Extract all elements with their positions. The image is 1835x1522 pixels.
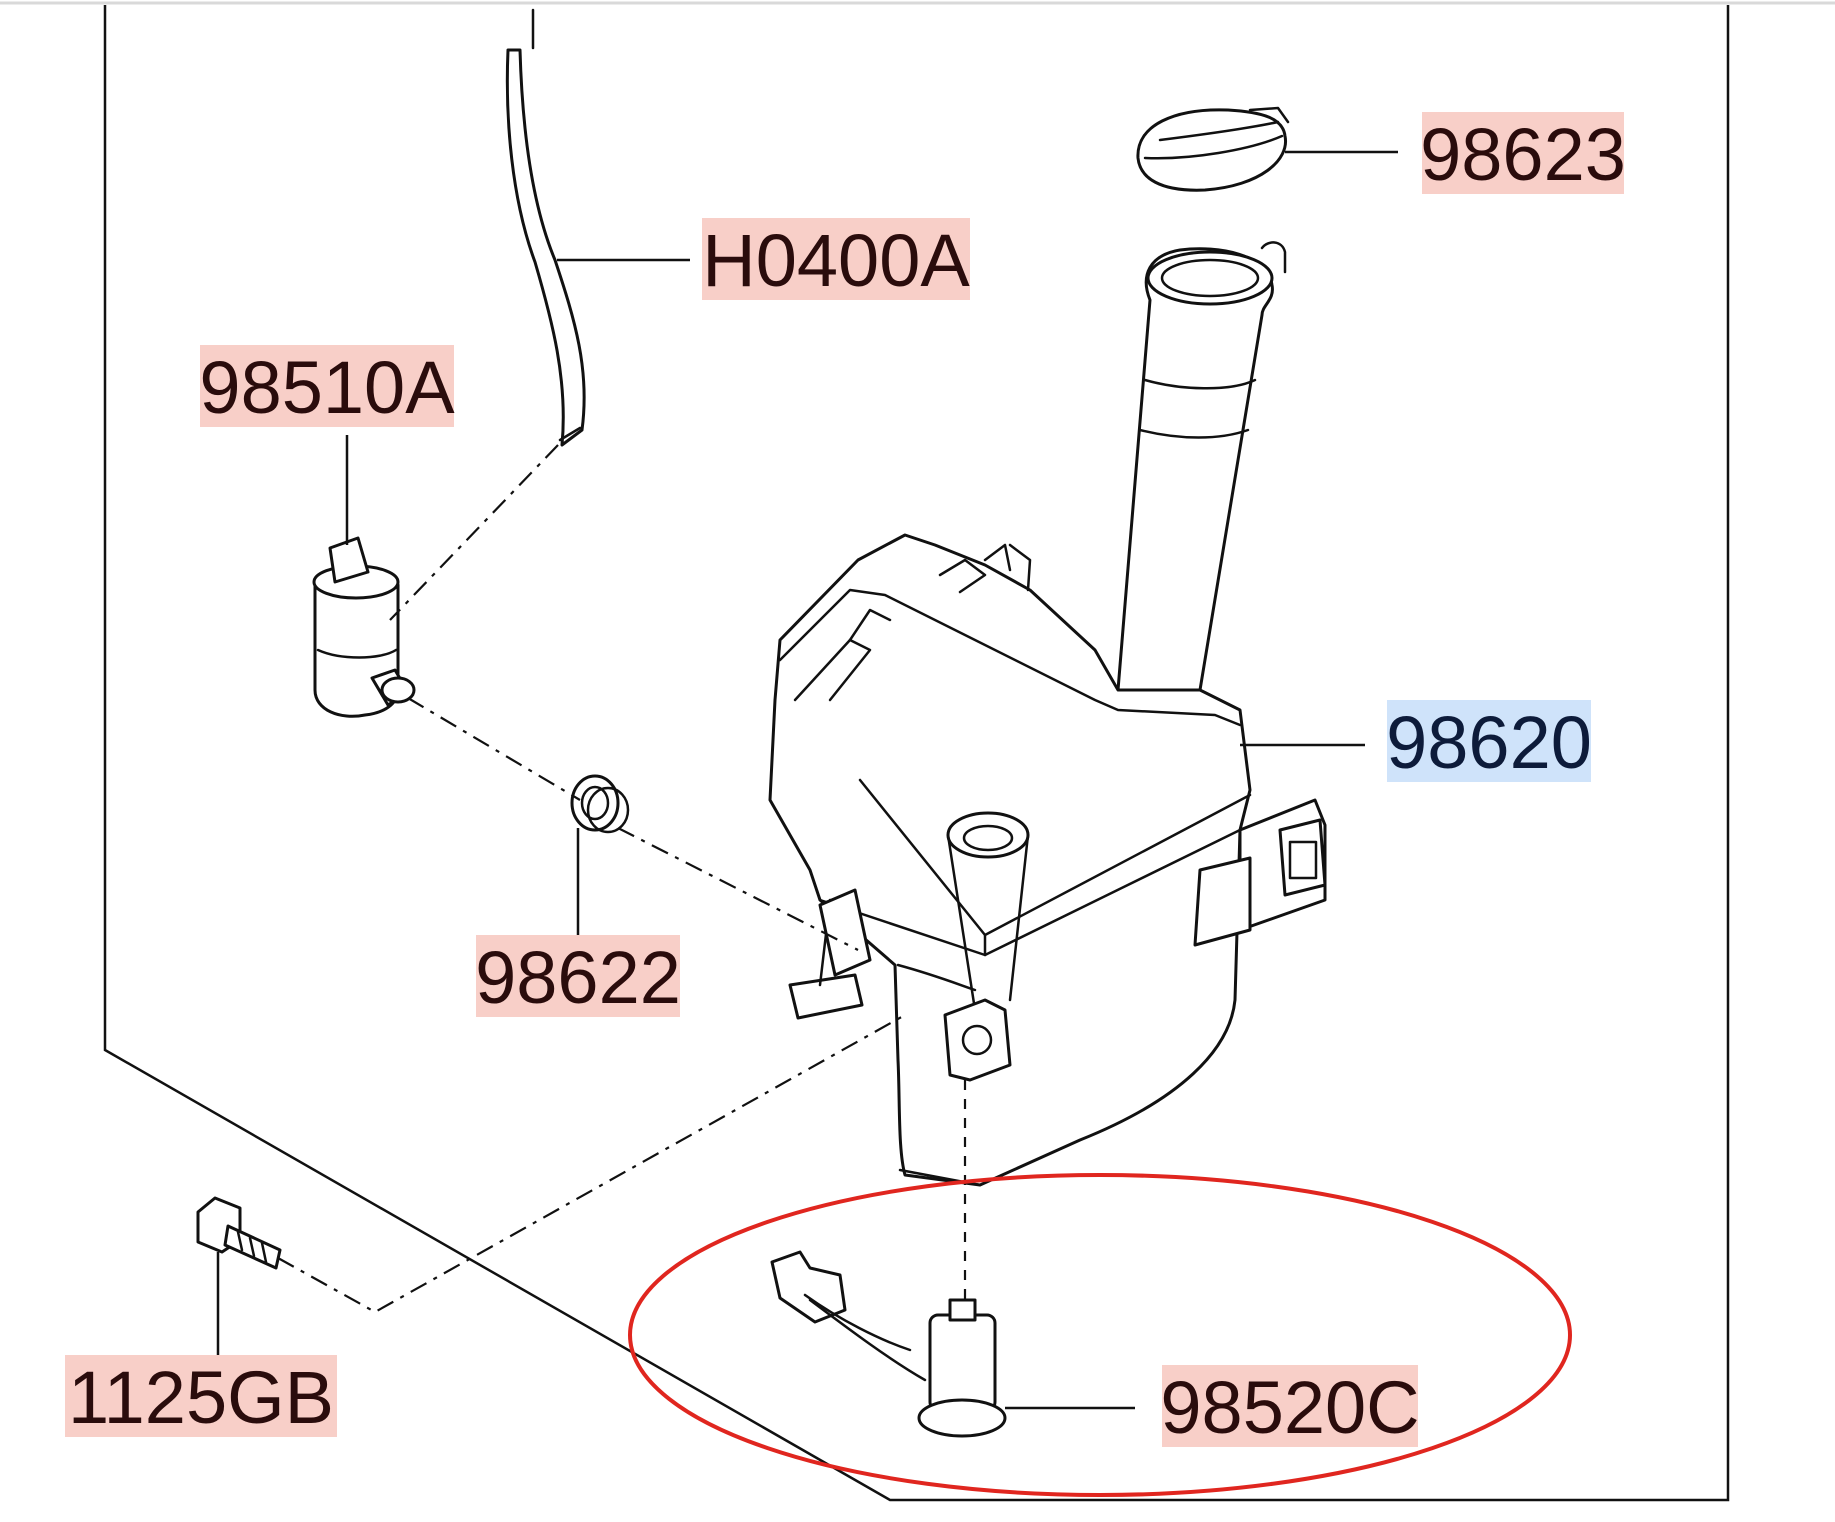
part-label-98520C[interactable]: 98520C (1160, 1365, 1420, 1449)
part-label-98622[interactable]: 98622 (475, 935, 681, 1019)
part-label-98520C-text: 98520C (1160, 1366, 1419, 1449)
part-label-H0400A[interactable]: H0400A (702, 218, 970, 302)
connection-lines (277, 444, 967, 1314)
pump-drawing (312, 536, 416, 718)
bolt-drawing (196, 1196, 282, 1270)
highlight-circle (628, 1173, 1572, 1497)
part-label-98620-text: 98620 (1386, 701, 1592, 784)
part-label-98510A-text: 98510A (199, 346, 455, 429)
part-label-98620[interactable]: 98620 (1386, 700, 1592, 784)
grommet-drawing (570, 774, 630, 834)
reservoir-drawing (768, 241, 1327, 1187)
part-label-98622-text: 98622 (475, 936, 681, 1019)
hose-drawing (505, 8, 586, 447)
cap-drawing (1136, 106, 1290, 192)
diagram-frame (103, 5, 1730, 1502)
part-label-1125GB-text: 1125GB (68, 1356, 334, 1439)
leader-lines (216, 150, 1398, 1410)
part-label-98623-text: 98623 (1420, 113, 1626, 196)
level-sensor-drawing (770, 1250, 1007, 1438)
part-label-98623[interactable]: 98623 (1420, 112, 1626, 196)
part-label-1125GB[interactable]: 1125GB (65, 1355, 337, 1439)
part-label-H0400A-text: H0400A (702, 219, 970, 302)
part-label-98510A[interactable]: 98510A (199, 345, 455, 429)
